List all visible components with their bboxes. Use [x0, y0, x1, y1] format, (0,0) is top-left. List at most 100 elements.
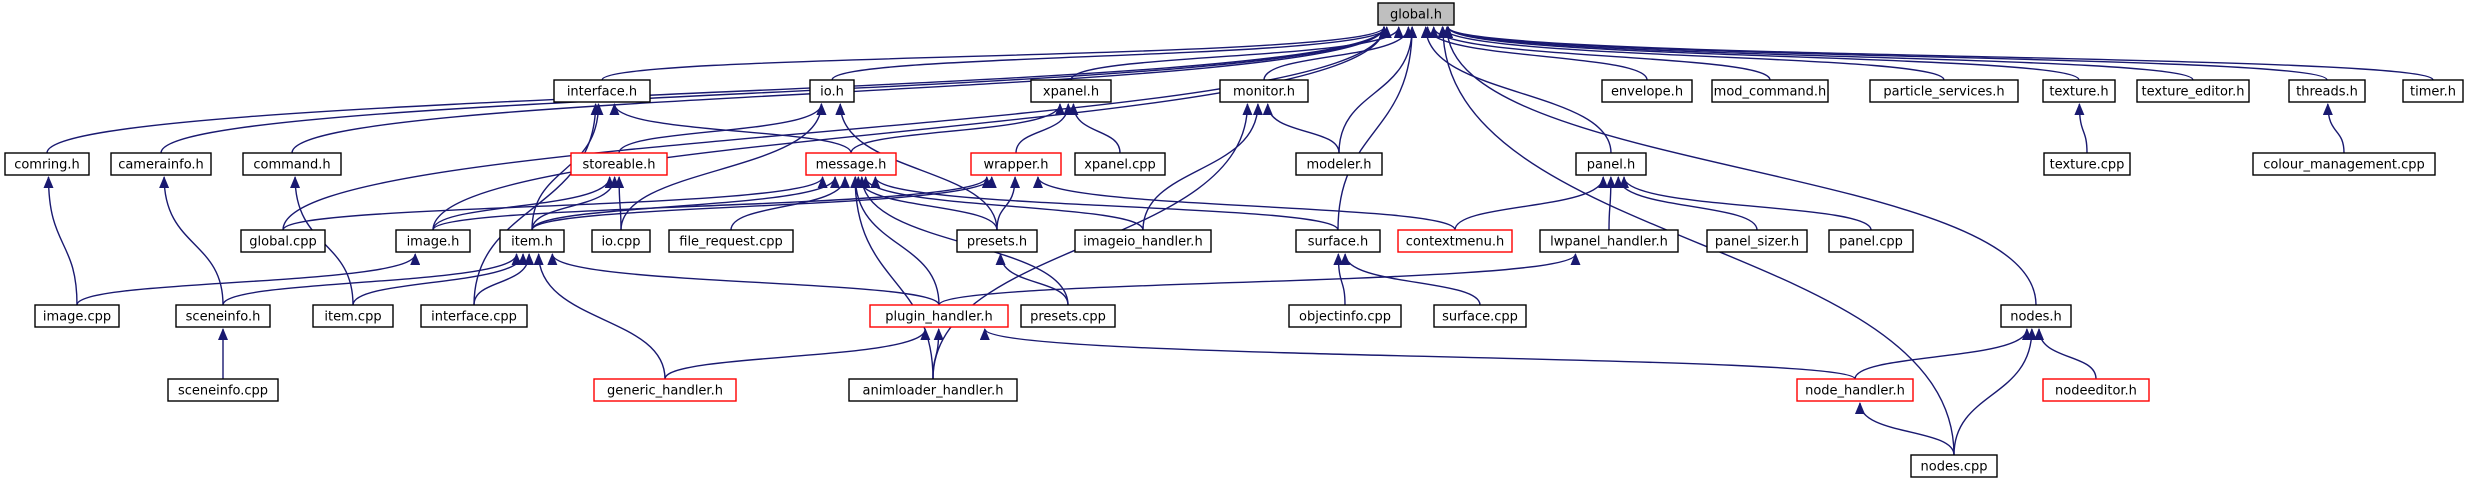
node-texture-editor-h[interactable]: texture_editor.h [2136, 79, 2250, 103]
edge-item-h-to-storeable-h [531, 176, 620, 231]
node-global-h[interactable]: global.h [1377, 2, 1455, 26]
node-threads-h[interactable]: threads.h [2288, 79, 2366, 103]
edge-objectinfo-cpp-to-surface-h [1333, 253, 1346, 306]
node-nodes-h[interactable]: nodes.h [2000, 304, 2072, 328]
node-box [1910, 454, 1998, 478]
node-label: xpanel.cpp [1084, 158, 1156, 173]
node-io-cpp[interactable]: io.cpp [591, 229, 651, 253]
edge-comring-h-to-global-h [46, 26, 1389, 154]
node-surface-cpp[interactable]: surface.cpp [1433, 304, 1527, 328]
node-presets-h[interactable]: presets.h [956, 229, 1038, 253]
node-nodeeditor-h[interactable]: nodeeditor.h [2042, 378, 2150, 402]
node-item-cpp[interactable]: item.cpp [312, 304, 394, 328]
node-timer-h[interactable]: timer.h [2402, 79, 2464, 103]
node-label: monitor.h [1233, 85, 1295, 100]
node-imageio-handler-h[interactable]: imageio_handler.h [1074, 229, 1212, 253]
node-box [1796, 378, 1914, 402]
node-box [1397, 229, 1513, 253]
node-panel-cpp[interactable]: panel.cpp [1828, 229, 1914, 253]
node-file-request-cpp[interactable]: file_request.cpp [668, 229, 794, 253]
edge-presets-cpp-to-presets-h [995, 253, 1069, 306]
node-message-h[interactable]: message.h [805, 152, 897, 176]
node-label: io.cpp [601, 235, 640, 250]
edge-generic-handler-h-to-plugin-handler-h [664, 328, 931, 380]
node-xpanel-cpp[interactable]: xpanel.cpp [1074, 152, 1166, 176]
node-label: texture.h [2049, 85, 2108, 100]
node-box [4, 152, 90, 176]
node-box [591, 229, 651, 253]
node-interface-cpp[interactable]: interface.cpp [420, 304, 528, 328]
node-box [2252, 152, 2436, 176]
node-animloader-handler-h[interactable]: animloader_handler.h [848, 378, 1018, 402]
node-label: plugin_handler.h [885, 310, 993, 325]
node-label: panel_sizer.h [1715, 235, 1799, 250]
node-box [242, 152, 342, 176]
edge-animloader-handler-h-to-plugin-handler-h [932, 328, 944, 380]
node-box [805, 152, 897, 176]
node-modeler-h[interactable]: modeler.h [1295, 152, 1383, 176]
node-mod-command-h[interactable]: mod_command.h [1711, 79, 1829, 103]
node-label: interface.cpp [431, 310, 517, 325]
node-label: panel.cpp [1839, 235, 1903, 250]
node-label: imageio_handler.h [1083, 235, 1202, 250]
edge-colour-management-cpp-to-threads-h [2322, 103, 2345, 154]
edge-node-handler-h-to-nodes-h [1854, 328, 2032, 380]
node-storeable-h[interactable]: storeable.h [570, 152, 668, 176]
node-box [553, 79, 651, 103]
edge-item-cpp-to-item-h [352, 253, 528, 306]
node-surface-h[interactable]: surface.h [1295, 229, 1381, 253]
node-global-cpp[interactable]: global.cpp [240, 229, 326, 253]
node-particle-services-h[interactable]: particle_services.h [1869, 79, 2019, 103]
node-presets-cpp[interactable]: presets.cpp [1020, 304, 1116, 328]
node-texture-h[interactable]: texture.h [2042, 79, 2116, 103]
edge-sceneinfo-h-to-item-h [222, 253, 522, 306]
node-contextmenu-h[interactable]: contextmenu.h [1397, 229, 1513, 253]
node-box [395, 229, 471, 253]
edge-surface-cpp-to-surface-h [1340, 253, 1481, 306]
node-label: mod_command.h [1714, 85, 1827, 100]
node-panel-h[interactable]: panel.h [1575, 152, 1647, 176]
node-box [167, 378, 279, 402]
edge-presets-h-to-wrapper-h [996, 176, 1021, 231]
node-objectinfo-cpp[interactable]: objectinfo.cpp [1288, 304, 1402, 328]
node-box [1288, 304, 1402, 328]
node-comring-h[interactable]: comring.h [4, 152, 90, 176]
node-xpanel-h[interactable]: xpanel.h [1030, 79, 1112, 103]
node-box [34, 304, 120, 328]
node-envelope-h[interactable]: envelope.h [1601, 79, 1693, 103]
edge-contextmenu-h-to-wrapper-h [1033, 176, 1456, 231]
node-box [1711, 79, 1829, 103]
node-box [869, 304, 1009, 328]
node-generic-handler-h[interactable]: generic_handler.h [593, 378, 737, 402]
node-panel-sizer-h[interactable]: panel_sizer.h [1706, 229, 1808, 253]
node-box [848, 378, 1018, 402]
node-lwpanel-handler-h[interactable]: lwpanel_handler.h [1539, 229, 1679, 253]
node-sceneinfo-cpp[interactable]: sceneinfo.cpp [167, 378, 279, 402]
node-item-h[interactable]: item.h [499, 229, 565, 253]
node-command-h[interactable]: command.h [242, 152, 342, 176]
node-sceneinfo-h[interactable]: sceneinfo.h [175, 304, 271, 328]
node-image-cpp[interactable]: image.cpp [34, 304, 120, 328]
node-nodes-cpp[interactable]: nodes.cpp [1910, 454, 1998, 478]
node-wrapper-h[interactable]: wrapper.h [970, 152, 1062, 176]
node-box [1074, 152, 1166, 176]
edge-panel-h-to-global-h [1420, 26, 1612, 154]
node-image-h[interactable]: image.h [395, 229, 471, 253]
node-interface-h[interactable]: interface.h [553, 79, 651, 103]
node-camerainfo-h[interactable]: camerainfo.h [110, 152, 212, 176]
node-label: texture.cpp [2050, 158, 2125, 173]
node-texture-cpp[interactable]: texture.cpp [2043, 152, 2131, 176]
node-box [2042, 79, 2116, 103]
node-plugin-handler-h[interactable]: plugin_handler.h [869, 304, 1009, 328]
node-node-handler-h[interactable]: node_handler.h [1796, 378, 1914, 402]
edge-node-handler-h-to-plugin-handler-h [980, 328, 1856, 380]
node-label: particle_services.h [1883, 85, 2004, 100]
node-colour-management-cpp[interactable]: colour_management.cpp [2252, 152, 2436, 176]
node-io-h[interactable]: io.h [809, 79, 855, 103]
edge-item-h-to-wrapper-h [531, 176, 997, 231]
node-label: texture_editor.h [2142, 85, 2245, 100]
node-box [970, 152, 1062, 176]
node-label: image.h [407, 235, 460, 250]
node-monitor-h[interactable]: monitor.h [1219, 79, 1309, 103]
